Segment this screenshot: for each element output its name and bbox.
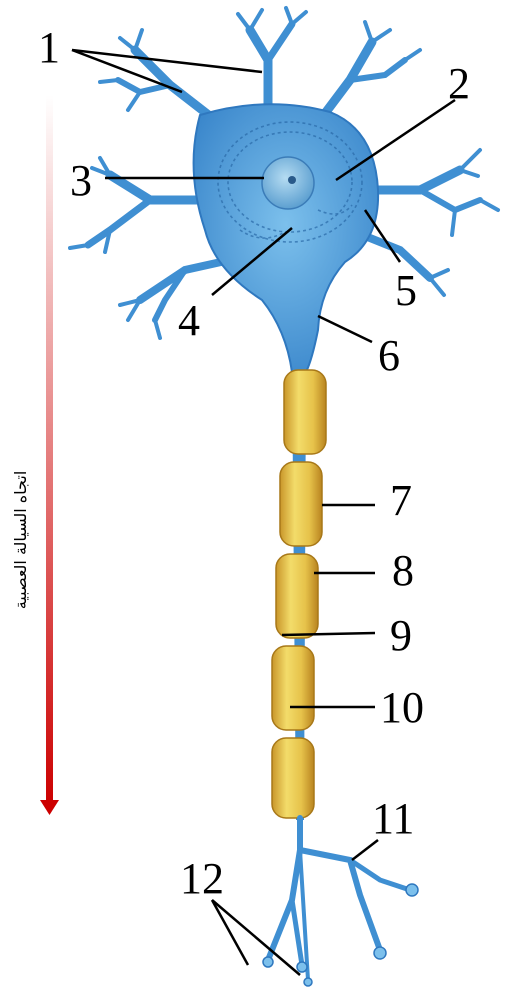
nucleolus	[288, 176, 296, 184]
terminal-buttons	[263, 884, 418, 986]
label-1-dendrites: 1	[38, 23, 60, 72]
myelin-segment	[272, 646, 314, 730]
arrow-head	[40, 800, 59, 815]
label-11-axon-terminal: 11	[372, 794, 414, 843]
label-7: 7	[390, 476, 412, 525]
label-4: 4	[178, 296, 200, 345]
myelin-segment	[272, 738, 314, 818]
myelin-segment	[280, 462, 322, 546]
label-10: 10	[380, 683, 424, 732]
direction-arrow	[40, 95, 59, 815]
myelin-sheaths	[272, 370, 326, 818]
label-9-node: 9	[390, 611, 412, 660]
direction-label: اتجاه السيالة العصبية	[11, 471, 30, 610]
nucleus	[262, 157, 314, 209]
myelin-segment	[276, 554, 318, 638]
label-12-terminal-buttons: 12	[180, 854, 224, 903]
arrow-shaft	[46, 95, 53, 805]
label-6-axon-hillock: 6	[378, 331, 400, 380]
label-3-nucleus: 3	[70, 156, 92, 205]
label-8: 8	[392, 546, 414, 595]
myelin-segment	[284, 370, 326, 454]
label-2: 2	[448, 59, 470, 108]
label-5: 5	[395, 266, 417, 315]
